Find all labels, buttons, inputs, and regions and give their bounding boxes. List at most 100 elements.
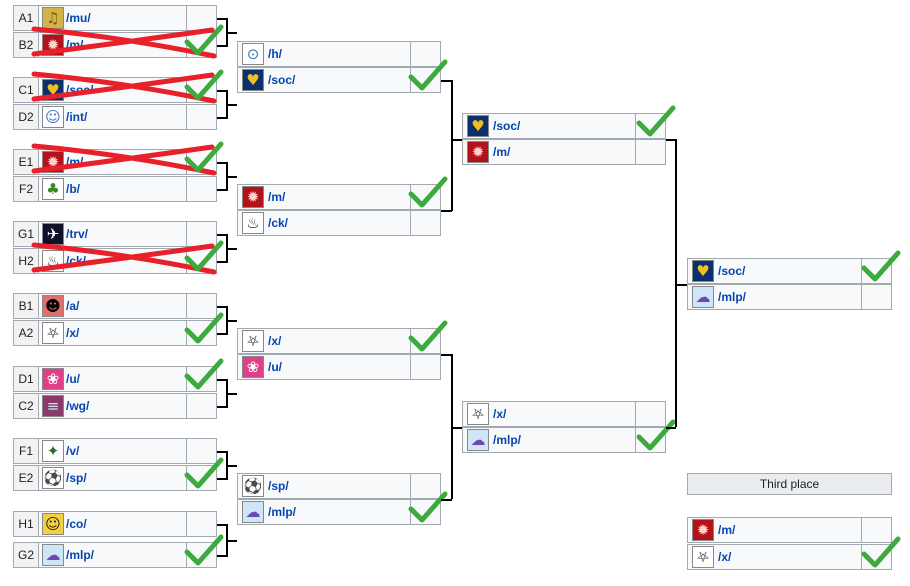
board-link[interactable]: /x/ [493,407,507,421]
board-link[interactable]: /x/ [718,550,732,564]
board-link[interactable]: /m/ [66,38,84,52]
soc-icon-glyph: ♥ [246,71,260,89]
mu-icon-glyph: ♫ [46,9,60,27]
round2-entry: ⛧ /x/ [237,328,441,354]
connector-line [451,354,453,499]
board-link[interactable]: /b/ [66,182,80,196]
connector-line [217,234,227,236]
seed-label: E2 [14,466,39,490]
connector-line [217,189,227,191]
int-icon: ☺ [42,106,64,128]
sp-icon-glyph: ⚽ [243,477,263,495]
board-link[interactable]: /ck/ [268,216,289,230]
board-link[interactable]: /m/ [268,190,286,204]
board-link[interactable]: /soc/ [66,83,94,97]
connector-line [217,45,227,47]
third-place-entry: ⛧ /x/ [687,544,892,570]
connector-line [441,210,452,212]
round1-entry: D2 ☺ /int/ [13,104,217,130]
board-link[interactable]: /sp/ [66,471,87,485]
connector-line [441,354,452,356]
x-icon-glyph: ⛧ [471,405,484,423]
seed-label: A1 [14,6,39,30]
board-link[interactable]: /u/ [268,360,282,374]
round1-entry: C2≡/wg/ [13,393,217,419]
connector-line [217,524,227,526]
board-link[interactable]: /mlp/ [493,433,522,447]
board-link[interactable]: /h/ [268,47,282,61]
board-link[interactable]: /mlp/ [268,505,297,519]
board-link[interactable]: /mu/ [66,11,91,25]
third-place-entry: ✹ /m/ [687,517,892,543]
board-link[interactable]: /x/ [66,326,80,340]
connector-line [666,139,676,141]
score-cell [410,500,440,524]
connector-line [217,162,227,164]
score-cell [635,140,665,164]
trv-icon: ✈ [42,223,64,245]
board-link[interactable]: /trv/ [66,227,89,241]
connector-line [226,32,237,34]
board-link[interactable]: /co/ [66,517,87,531]
score-cell [186,249,216,273]
score-cell [186,367,216,391]
board-link[interactable]: /soc/ [493,119,521,133]
trv-icon-glyph: ✈ [46,225,60,243]
mlp-icon-glyph: ☁ [245,503,261,521]
int-icon-glyph: ☺ [45,108,61,126]
connector-line [217,306,227,308]
board-link[interactable]: /x/ [268,334,282,348]
sp-icon: ⚽ [42,467,64,489]
board-link[interactable]: /m/ [66,155,84,169]
round2-entry: ⚽ /sp/ [237,473,441,499]
board-link[interactable]: /v/ [66,444,80,458]
round1-entry: A2⛧/x/ [13,320,217,346]
connector-line [451,80,453,211]
score-cell [186,150,216,174]
board-link[interactable]: /mlp/ [718,290,747,304]
seed-label: H2 [14,249,39,273]
board-link[interactable]: /sp/ [268,479,289,493]
a-icon-glyph: ☻ [45,297,61,315]
board-link[interactable]: /m/ [493,145,511,159]
mlp-icon-glyph: ☁ [470,431,486,449]
m-icon: ✹ [467,141,489,163]
round1-entry: B1 ☻ /a/ [13,293,217,319]
x-icon-glyph: ⛧ [696,548,709,566]
u-icon: ❀ [42,368,64,390]
b-icon: ♣ [42,178,64,200]
score-cell [186,294,216,318]
soc-icon-glyph: ♥ [46,81,60,99]
round1-entry: G1✈/trv/ [13,221,217,247]
seed-label: C2 [14,394,39,418]
seed-label: F2 [14,177,39,201]
seed-label: C1 [14,78,39,102]
score-cell [186,512,216,536]
seed-label: B1 [14,294,39,318]
m-icon-glyph: ✹ [46,153,60,171]
board-link[interactable]: /a/ [66,299,80,313]
m-icon-glyph: ✹ [46,36,60,54]
mu-icon: ♫ [42,7,64,29]
round1-entry: H2♨/ck/ [13,248,217,274]
board-link[interactable]: /mlp/ [66,548,95,562]
connector-line [217,261,227,263]
m-icon-glyph: ✹ [246,188,260,206]
board-link[interactable]: /ck/ [66,254,87,268]
score-cell [186,222,216,246]
connector-line [217,333,227,335]
m-icon: ✹ [692,519,714,541]
board-link[interactable]: /int/ [66,110,88,124]
m-icon: ✹ [42,151,64,173]
board-link[interactable]: /wg/ [66,399,90,413]
soc-icon: ♥ [692,260,714,282]
board-link[interactable]: /m/ [718,523,736,537]
board-link[interactable]: /soc/ [718,264,746,278]
score-cell [410,42,440,66]
x-icon-glyph: ⛧ [246,332,259,350]
connector-line [226,176,237,178]
seed-label: D2 [14,105,39,129]
board-link[interactable]: /soc/ [268,73,296,87]
v-icon: ✦ [42,440,64,462]
board-link[interactable]: /u/ [66,372,80,386]
